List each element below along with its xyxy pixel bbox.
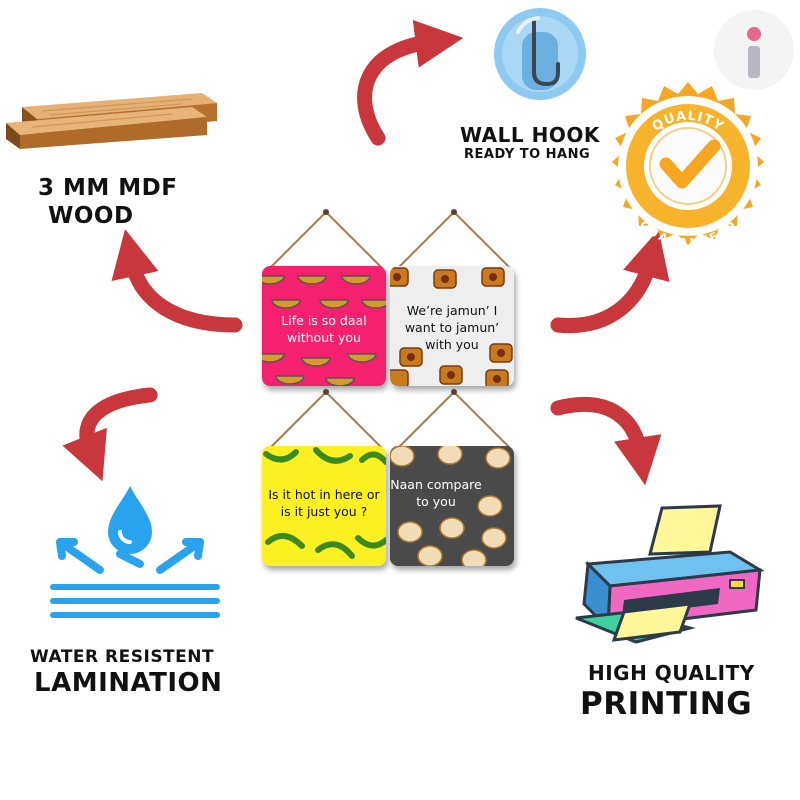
wood-planks-icon: [6, 93, 217, 149]
sign-daal-text: Life is so daal without you: [281, 313, 367, 345]
hanging-rope-icon: [397, 389, 511, 449]
wall-hook-icon: [494, 8, 586, 100]
wall-hook-subtitle: READY TO HANG: [464, 147, 591, 162]
arrow-to-wood: [111, 229, 243, 333]
water-resistant-icon: [50, 486, 220, 618]
sign-board: Life is so daal without you: [262, 266, 386, 386]
arrow-to-quality: [550, 229, 670, 334]
hanging-rope-icon: [269, 389, 383, 449]
sign-jamun-text: We’re jamun’ I want to jamun’ with you: [404, 303, 500, 352]
lamination-label-line1: WATER RESISTENT: [30, 647, 215, 667]
sign-chili-text: Is it hot in here or is it just you ?: [268, 487, 380, 519]
printing-label: HIGH QUALITY PRINTING: [580, 660, 780, 722]
quality-badge-icon: QUALITY GUARANTEED: [612, 82, 764, 249]
sign-naan-text: Naan compare to you: [390, 477, 482, 509]
printing-label-line1: HIGH QUALITY: [588, 661, 755, 685]
lamination-label-line2: LAMINATION: [34, 668, 223, 698]
printer-icon: [575, 504, 765, 644]
sign-jamun: We’re jamun’ I want to jamun’ with you: [390, 208, 518, 386]
sign-board: Naan compare to you: [390, 446, 514, 566]
sign-board: We’re jamun’ I want to jamun’ with you: [390, 266, 514, 386]
wall-hook-label: WALL HOOK READY TO HANG: [460, 124, 610, 164]
brand-logo-icon: [714, 10, 794, 90]
wall-hook-title: WALL HOOK: [460, 123, 600, 147]
sign-chili: Is it hot in here or is it just you ?: [262, 388, 390, 566]
lamination-label: WATER RESISTENT LAMINATION: [30, 646, 260, 698]
arrow-to-hook: [357, 19, 464, 146]
arrow-to-printing: [550, 397, 662, 486]
sign-board: Is it hot in here or is it just you ?: [262, 446, 386, 566]
hanging-rope-icon: [397, 209, 511, 269]
hanging-rope-icon: [269, 209, 383, 269]
sweets-icon: [390, 266, 514, 386]
bowls-icon: [262, 266, 386, 386]
arrow-to-lamination: [62, 387, 158, 482]
wood-label-line2: WOOD: [48, 203, 134, 229]
naan-icon: [390, 446, 514, 566]
sign-naan: Naan compare to you: [390, 388, 518, 566]
wood-label: 3 MM MDF WOOD: [38, 174, 258, 230]
chili-icon: [262, 446, 386, 566]
sign-daal: Life is so daal without you: [262, 208, 390, 386]
wood-label-line1: 3 MM MDF: [38, 175, 178, 201]
printing-label-line2: PRINTING: [580, 686, 753, 722]
